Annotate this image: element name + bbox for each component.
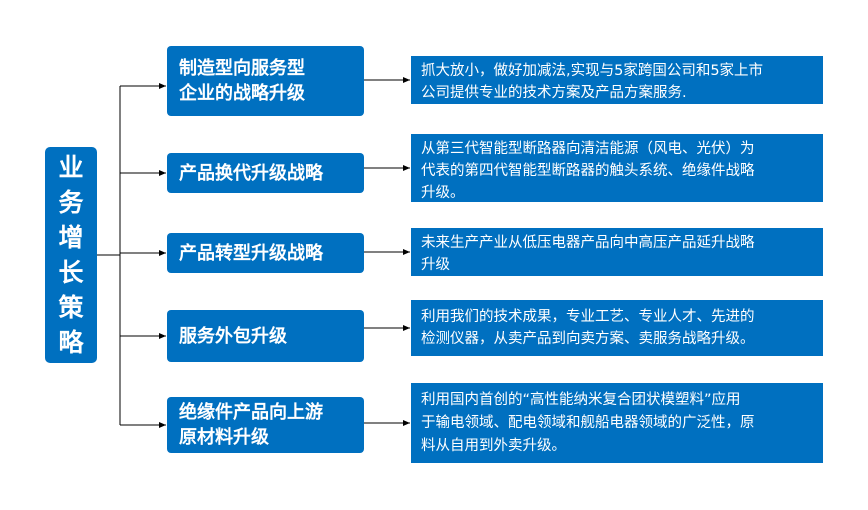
desc-line: 检测仪器，从卖产品到向卖方案、卖服务战略升级。 xyxy=(421,331,755,347)
root-char: 策 xyxy=(58,293,84,322)
strategy-title: 绝缘件产品向上游 xyxy=(179,402,323,423)
root-node: 业 务 增 长 策 略 xyxy=(45,147,97,363)
root-char: 略 xyxy=(58,328,84,357)
desc-line: 利用国内首创的“高性能纳米复合团状模塑料”应用 xyxy=(421,392,741,408)
strategy-node-2: 产品换代升级战略 xyxy=(167,153,364,193)
desc-line: 升级。 xyxy=(421,185,465,201)
strategy-title: 服务外包升级 xyxy=(179,325,287,347)
desc-line: 利用我们的技术成果，专业工艺、专业人才、先进的 xyxy=(421,309,755,325)
root-char: 长 xyxy=(58,258,84,287)
desc-line: 未来生产产业从低压电器产品向中高压产品延升战略 xyxy=(421,235,755,251)
strategy-desc-3: 未来生产产业从低压电器产品向中高压产品延升战略 升级 xyxy=(411,228,823,276)
strategy-node-3: 产品转型升级战略 xyxy=(167,233,364,273)
desc-line: 公司提供专业的技术方案及产品方案服务. xyxy=(421,85,687,101)
desc-line: 升级 xyxy=(421,257,450,273)
strategy-title: 原材料升级 xyxy=(179,427,269,448)
desc-line: 从第三代智能型断路器向清洁能源（风电、光伏）为 xyxy=(421,141,755,157)
strategy-node-4: 服务外包升级 xyxy=(167,310,364,362)
desc-line: 抓大放小，做好加减法,实现与5家跨国公司和5家上市 xyxy=(421,63,764,79)
strategy-desc-4: 利用我们的技术成果，专业工艺、专业人才、先进的 检测仪器，从卖产品到向卖方案、卖… xyxy=(411,300,823,356)
desc-line: 料从自用到外卖升级。 xyxy=(421,438,566,454)
strategy-desc-5: 利用国内首创的“高性能纳米复合团状模塑料”应用 于输电领域、配电领域和舰船电器领… xyxy=(411,383,823,463)
strategy-desc-2: 从第三代智能型断路器向清洁能源（风电、光伏）为 代表的第四代智能型断路器的触头系… xyxy=(411,134,823,202)
root-char: 增 xyxy=(58,223,84,252)
root-char: 业 xyxy=(58,153,84,182)
root-char: 务 xyxy=(58,188,84,217)
strategy-title: 制造型向服务型 xyxy=(179,58,305,79)
strategy-desc-1: 抓大放小，做好加减法,实现与5家跨国公司和5家上市 公司提供专业的技术方案及产品… xyxy=(411,56,823,104)
strategy-node-5: 绝缘件产品向上游 原材料升级 xyxy=(167,397,364,453)
desc-line: 代表的第四代智能型断路器的触头系统、绝缘件战略 xyxy=(421,163,755,179)
strategy-node-1: 制造型向服务型 企业的战略升级 xyxy=(167,46,364,116)
strategy-title: 产品换代升级战略 xyxy=(179,162,323,184)
strategy-title: 产品转型升级战略 xyxy=(179,242,323,264)
strategy-title: 企业的战略升级 xyxy=(179,83,305,104)
desc-line: 于输电领域、配电领域和舰船电器领域的广泛性，原 xyxy=(421,415,755,431)
